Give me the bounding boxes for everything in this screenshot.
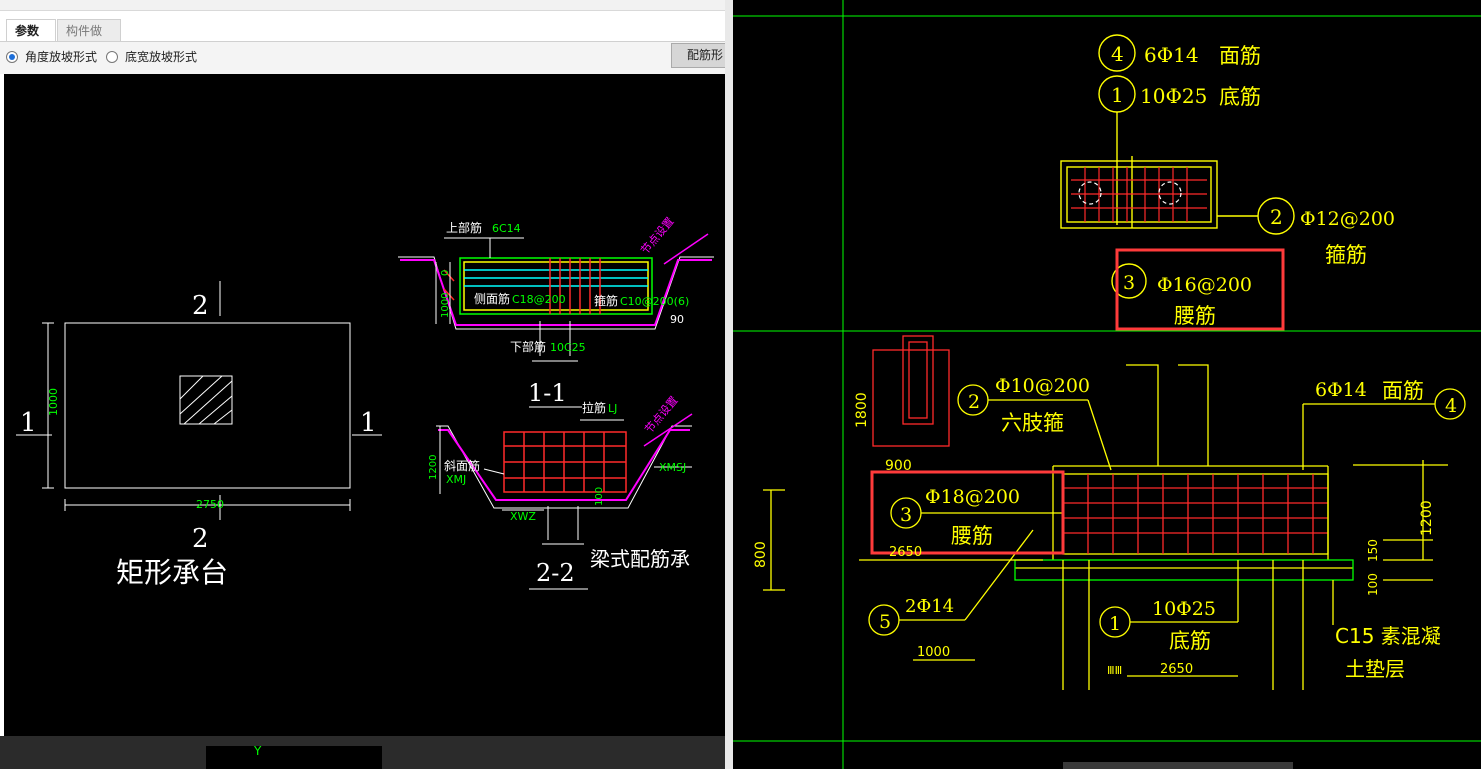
beam-caption: 梁式配筋承: [590, 547, 690, 571]
s11-bottom-rebar-label: 下部筋: [510, 339, 546, 354]
bot-dim-1200: 1200: [1419, 500, 1435, 536]
bot-small-tag: ⅢⅢ: [1107, 664, 1122, 677]
left-panel: 参数图 构件做法 角度放坡形式 底宽放坡形式 配筋形: [0, 0, 725, 769]
top-detail: [1060, 34, 1295, 299]
bottom-scroll-track[interactable]: [1063, 762, 1293, 769]
top-n3: 3: [1123, 272, 1135, 294]
top-detail-rebar: [1071, 167, 1207, 222]
bot-n4: 4: [1445, 395, 1457, 417]
s11-angle: 90: [670, 313, 684, 326]
s22-tie-label: 拉筋: [582, 400, 606, 415]
top-n4: 4: [1111, 42, 1124, 66]
radio-width-label[interactable]: 底宽放坡形式: [125, 50, 198, 64]
s22-left-dim: 1200: [428, 455, 439, 480]
bot-dim-100: 100: [1366, 573, 1380, 596]
top-r2: Φ12@200: [1300, 208, 1395, 230]
s22-mid-dim: 100: [594, 487, 605, 506]
bot-r4-label: 面筋: [1382, 379, 1424, 403]
reference-drawing-canvas: 4 6Φ14 面筋 1 10Φ25 底筋 2 Φ12@200 箍筋 3 Φ16@…: [733, 0, 1481, 769]
bot-dim-2650b: 2650: [1160, 662, 1193, 677]
slope-options: 角度放坡形式 底宽放坡形式: [0, 42, 725, 74]
tab-param-drawing[interactable]: 参数图: [6, 19, 56, 60]
bot-n3: 3: [900, 504, 912, 526]
top-n2: 2: [1270, 205, 1283, 229]
plan-label-2-top: 2: [192, 291, 209, 321]
s11-title: 1-1: [528, 379, 567, 407]
bot-n1: 1: [1109, 613, 1121, 635]
axis-view: Y: [206, 744, 382, 769]
top-r4: 6Φ14: [1144, 43, 1199, 67]
bot-r3-label: 腰筋: [951, 524, 993, 548]
plan-view: [16, 281, 382, 520]
toolbar-strip: [0, 0, 725, 11]
s11-side-rebar-value: C18@200: [512, 293, 566, 306]
s11-bottom-rebar-value: 10C25: [550, 341, 586, 354]
bottom-detail: [872, 335, 1329, 555]
s22-tie-value: LJ: [608, 402, 617, 415]
bot-conc2: 土垫层: [1345, 657, 1405, 681]
plan-label-1-right: 1: [360, 408, 377, 438]
plan-dim-height: 1000: [47, 388, 60, 416]
bot-dim-800: 800: [753, 541, 769, 568]
s22-slope-rebar-label: 斜面筋: [444, 458, 480, 473]
top-r1: 10Φ25: [1140, 84, 1207, 108]
plan-title: 矩形承台: [116, 556, 228, 589]
bottom-detail-lines: [763, 364, 1466, 690]
bot-dim-900: 900: [885, 458, 912, 474]
grid-lines: [733, 0, 1481, 769]
param-drawing-canvas: 2 2 1 1 2750 1000 矩形承台: [4, 74, 725, 736]
bot-r2: Φ10@200: [995, 375, 1090, 397]
bot-dim-1800: 1800: [854, 392, 870, 428]
s22-xwz: XWZ: [510, 510, 536, 523]
bot-dim-1000: 1000: [917, 645, 950, 660]
tab-component-method[interactable]: 构件做法: [57, 19, 121, 60]
bot-conc: C15 素混凝: [1335, 624, 1441, 648]
top-n1: 1: [1111, 83, 1124, 107]
top-r3: Φ16@200: [1157, 274, 1252, 296]
bot-n2: 2: [968, 391, 980, 413]
bot-r2-label: 六肢箍: [1001, 411, 1064, 435]
highlight-box-bottom: [870, 470, 1065, 555]
s11-stirrup-value: C10@200(6): [620, 295, 689, 308]
top-r3-label: 腰筋: [1174, 304, 1216, 328]
bot-n5: 5: [879, 611, 891, 633]
s11-top-rebar-value: 6C14: [492, 222, 521, 235]
panel-separator[interactable]: [725, 0, 733, 769]
s11-stirrup-label: 箍筋: [594, 293, 618, 308]
bot-dim-150: 150: [1366, 539, 1380, 562]
bot-r3: Φ18@200: [925, 486, 1020, 508]
tab-bar: 参数图 构件做法: [0, 19, 725, 60]
s22-title: 2-2: [536, 559, 575, 587]
radio-width[interactable]: [106, 51, 118, 63]
s11-side-rebar-label: 侧面筋: [474, 291, 510, 306]
highlight-box-top: [1115, 248, 1285, 331]
top-r2-label: 箍筋: [1325, 243, 1367, 267]
axis-y-label: Y: [254, 744, 262, 758]
radio-angle[interactable]: [6, 51, 18, 63]
section-2-2: [436, 413, 693, 590]
s11-top-dim: 0: [440, 270, 451, 276]
bot-r1: 10Φ25: [1152, 598, 1216, 620]
left-status-bar: Y: [0, 736, 725, 769]
plan-label-1-left: 1: [20, 408, 37, 438]
s11-left-dim: 1000: [440, 293, 451, 318]
bot-dim-2650a: 2650: [889, 545, 922, 560]
radio-angle-label[interactable]: 角度放坡形式: [25, 50, 98, 64]
top-r1-label: 底筋: [1219, 85, 1261, 109]
bot-r4: 6Φ14: [1315, 379, 1367, 401]
s11-top-rebar-label: 上部筋: [446, 220, 482, 235]
plan-dim-width: 2750: [196, 498, 224, 511]
plan-label-2-bottom: 2: [192, 524, 209, 554]
bot-r1-label: 底筋: [1169, 629, 1211, 653]
rebar-config-button[interactable]: 配筋形: [671, 43, 725, 68]
bot-r5: 2Φ14: [905, 596, 954, 617]
section-1-1: [398, 233, 714, 408]
top-r4-label: 面筋: [1219, 44, 1261, 68]
s22-slope-rebar-value: XMJ: [446, 473, 466, 486]
s22-xmsj: XMSJ: [659, 461, 686, 474]
